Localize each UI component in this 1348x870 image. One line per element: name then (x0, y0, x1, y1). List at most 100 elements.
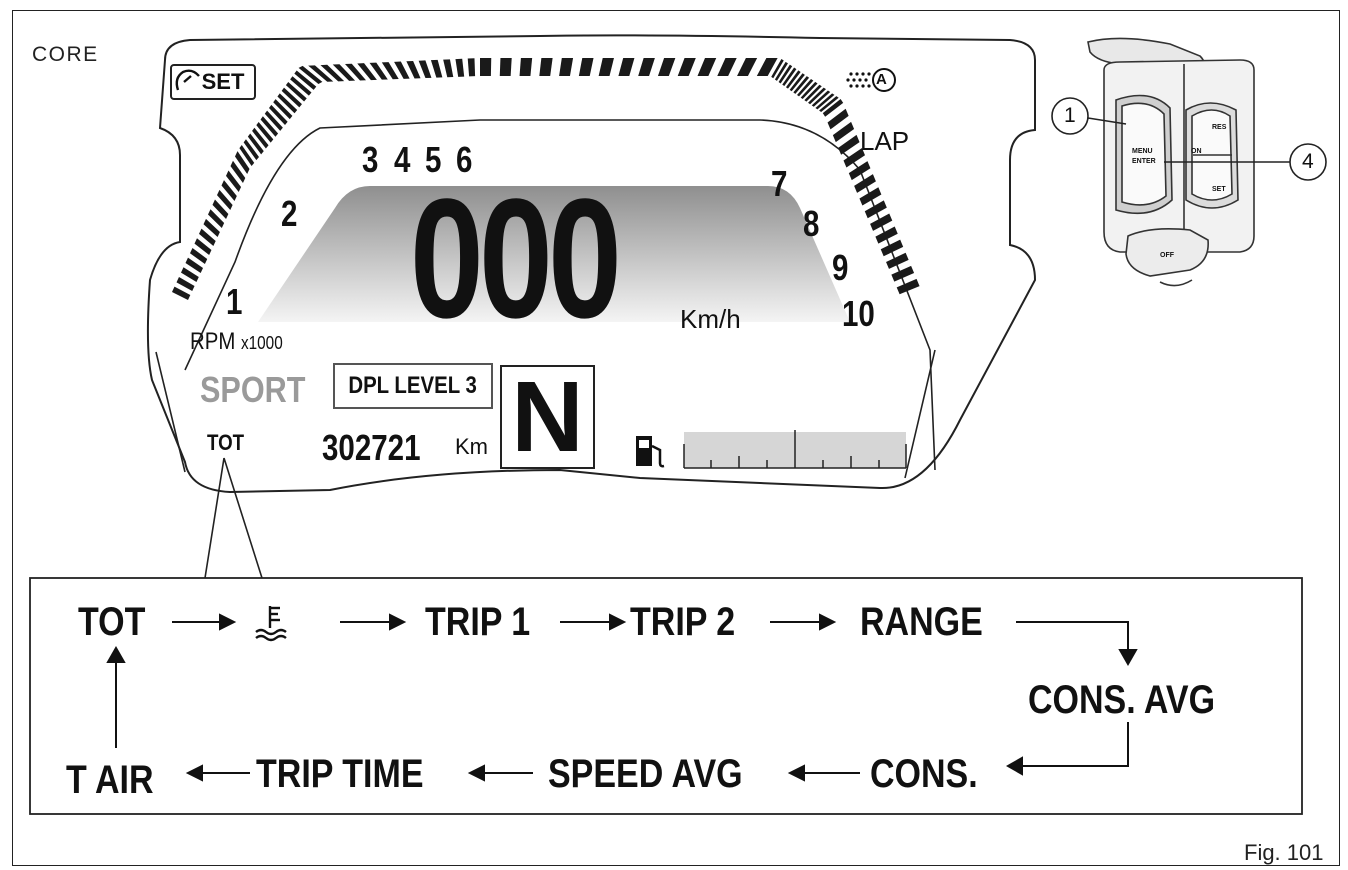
rpm-text: RPM (190, 328, 236, 355)
rev-segment (243, 139, 259, 161)
tot-leader-lines (204, 457, 263, 579)
rev-segment (657, 58, 676, 76)
cycle-item-speed-avg: SPEED AVG (548, 752, 743, 796)
rev-segment (252, 127, 269, 149)
rev-segment (247, 133, 264, 155)
handlebar-control-illustration (1087, 37, 1255, 287)
rev-segment (677, 58, 696, 76)
rev-segment (896, 278, 920, 295)
rev-segment (859, 187, 882, 206)
rpm-number-10: 10 (842, 293, 875, 334)
rpm-number-3: 3 (362, 139, 379, 180)
rev-segment (854, 174, 876, 193)
dashboard-housing (146, 34, 1037, 494)
rev-segment (797, 79, 814, 97)
rev-segment (277, 93, 298, 114)
display-lower-line (155, 351, 186, 473)
rev-segment (394, 61, 410, 79)
cycle-item-trip2: TRIP 2 (630, 600, 736, 644)
rev-segment (260, 116, 279, 137)
rev-segment (793, 76, 810, 94)
cycle-item-cons: CONS. (870, 752, 978, 796)
rev-segment (264, 110, 283, 131)
cycle-item-t-air: T AIR (66, 758, 154, 802)
rev-segment (332, 64, 356, 81)
res-button-text: RES (1212, 124, 1227, 131)
rev-segment (256, 122, 274, 143)
gear-indicator: N (500, 365, 595, 469)
rev-segment (756, 58, 778, 76)
rpm-number-7: 7 (771, 163, 788, 204)
rev-segment (226, 170, 242, 192)
rev-segment (827, 108, 849, 130)
lap-label: LAP (860, 126, 910, 156)
rev-segment (886, 252, 909, 269)
rev-segment (880, 239, 904, 257)
model-label: CORE (32, 43, 99, 66)
rev-segment (875, 226, 898, 244)
rev-segment (406, 60, 421, 79)
fuel-gauge-ticks (683, 430, 907, 469)
cycle-arrows (106, 613, 1138, 782)
rev-segment (230, 160, 246, 183)
rpm-number-9: 9 (832, 247, 849, 288)
rev-segment (185, 257, 204, 273)
cycle-item-trip-time: TRIP TIME (256, 752, 424, 796)
riding-mode: SPORT (200, 369, 306, 410)
cycle-item-cons-avg: CONS. AVG (1028, 678, 1216, 722)
rev-segment (208, 209, 225, 228)
callout-1: 1 (1064, 104, 1076, 127)
coolant-temperature-icon (255, 606, 287, 642)
display-selector-label: TOT (207, 430, 245, 455)
menu-button-text: MENU (1132, 148, 1153, 155)
rev-segment (848, 161, 871, 181)
rev-segment (771, 58, 784, 79)
set-indicator: SET (170, 64, 256, 100)
rpm-label: RPM x1000 (190, 330, 283, 354)
rev-segment (697, 58, 717, 76)
rev-segment (539, 58, 553, 76)
rev-segment (455, 58, 465, 77)
auto-lights-letter: A (876, 71, 887, 88)
enter-button-text: ENTER (1132, 158, 1156, 165)
fuel-pump-icon (636, 436, 665, 468)
rev-segment (369, 62, 388, 80)
rev-segment (832, 121, 855, 143)
off-switch-text: OFF (1160, 252, 1174, 259)
rev-segment (345, 63, 366, 81)
rev-segment (217, 189, 233, 210)
rev-segment (190, 247, 208, 264)
rev-segment (357, 63, 377, 81)
rev-segment (294, 70, 317, 90)
rev-segment (239, 144, 255, 167)
rpm-multiplier: x1000 (241, 333, 283, 353)
callout-4: 4 (1302, 150, 1314, 173)
display-bottom-right (904, 349, 936, 479)
rev-segment (290, 76, 312, 96)
rev-segment (789, 73, 805, 92)
rev-segment (638, 58, 655, 76)
rev-counter-bar (172, 58, 920, 300)
rev-segment (785, 70, 801, 89)
rev-segment (181, 267, 199, 282)
cycle-item-tot: TOT (78, 600, 146, 644)
rev-segment (774, 61, 788, 81)
rev-segment (598, 58, 614, 76)
rev-segment (838, 134, 860, 155)
rev-segment (269, 104, 288, 125)
speed-background (258, 186, 850, 322)
rev-segment (815, 93, 835, 110)
rpm-number-5: 5 (425, 139, 442, 180)
rev-segment (176, 276, 195, 291)
rev-segment (843, 148, 865, 168)
cruise-gauge-icon (175, 69, 200, 91)
rev-segment (199, 228, 216, 246)
figure-number: Fig. 101 (1244, 840, 1324, 865)
rev-segment (519, 58, 533, 76)
rev-segment (430, 59, 443, 78)
rpm-number-2: 2 (281, 193, 298, 234)
set-button-text: SET (1212, 186, 1226, 193)
rev-segment (298, 65, 323, 84)
rpm-number-8: 8 (803, 203, 820, 244)
